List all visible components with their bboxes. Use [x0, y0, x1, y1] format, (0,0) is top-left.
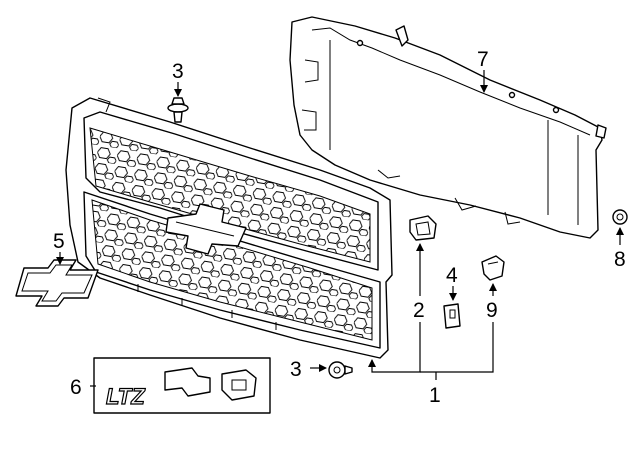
- ltz-emblem: LTZ: [106, 384, 146, 409]
- bowtie-emblem: [15, 259, 99, 307]
- callout-4: 4: [446, 264, 458, 287]
- nut-clip-part-4: [443, 303, 461, 329]
- callout-8: 8: [614, 248, 626, 271]
- callout-3-top: 3: [172, 60, 184, 83]
- callout-5: 5: [53, 230, 65, 253]
- callout-1: 1: [429, 384, 441, 407]
- ltz-emblem-kit: LTZ: [93, 357, 271, 414]
- callout-6: 6: [70, 376, 82, 399]
- leader-lines: [56, 70, 624, 387]
- push-pin-bottom: [328, 361, 353, 379]
- grommet-part-8: [612, 209, 628, 225]
- callout-7: 7: [477, 48, 489, 71]
- callout-3-bottom: 3: [290, 358, 302, 381]
- grille-support-panel: [289, 16, 607, 239]
- grille-assembly: [65, 97, 393, 359]
- retainer-part-9: [481, 255, 505, 281]
- push-pin-top: [167, 97, 189, 123]
- callout-9: 9: [486, 299, 498, 322]
- callout-2: 2: [413, 299, 425, 322]
- clip-part-2: [409, 215, 437, 241]
